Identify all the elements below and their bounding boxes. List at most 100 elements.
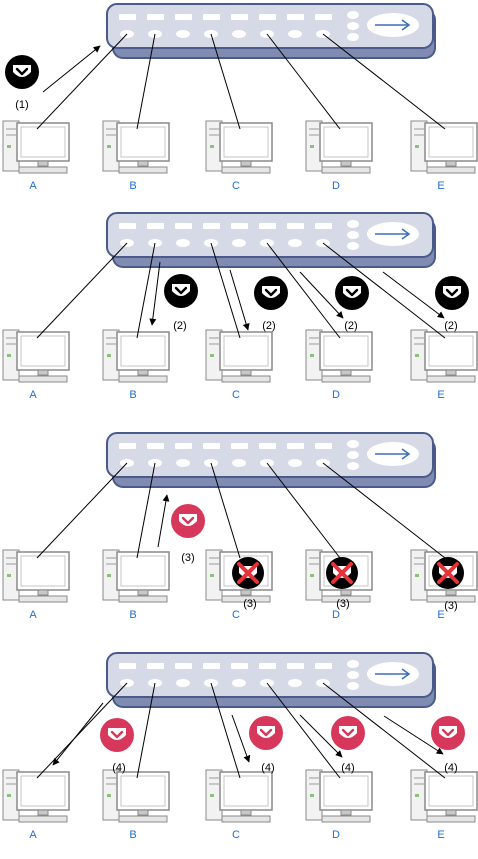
packet-chevron <box>259 728 273 737</box>
monitor-stand <box>240 369 252 376</box>
monitor-stand <box>37 589 49 596</box>
computer-label: B <box>129 609 136 621</box>
tower-led <box>7 574 11 577</box>
computer-b: B <box>102 549 170 621</box>
switch-port-top <box>259 223 276 229</box>
computer-label: C <box>232 829 240 841</box>
monitor-stand <box>445 589 457 596</box>
cable <box>266 682 341 779</box>
status-led <box>347 231 359 239</box>
packet-chevron <box>445 288 459 297</box>
switch-port-top <box>203 14 220 20</box>
switch-port-bottom <box>288 239 302 247</box>
step-label: (3) <box>243 598 256 610</box>
switch-port-bottom <box>232 239 246 247</box>
cable <box>210 242 241 339</box>
switch-port-top <box>203 663 220 669</box>
drop-x-stroke <box>437 562 459 584</box>
monitor-stand <box>340 160 352 167</box>
tower-led <box>415 354 419 357</box>
switch-port-bottom <box>232 459 246 467</box>
switch-port-top <box>147 14 164 20</box>
switch-port-top <box>259 663 276 669</box>
computer-label: D <box>332 829 340 841</box>
flow-arrow <box>382 271 445 319</box>
computer-label: A <box>29 180 37 192</box>
tower-led <box>107 794 111 797</box>
keyboard <box>426 166 476 174</box>
status-led <box>347 660 359 668</box>
switch-port-top <box>287 14 304 20</box>
network-switch <box>106 212 436 268</box>
keyboard <box>321 375 371 383</box>
monitor-screen <box>120 775 166 807</box>
keyboard <box>321 595 371 603</box>
cable <box>36 33 128 130</box>
keyboard <box>18 815 68 823</box>
cable <box>36 242 128 339</box>
tower-led <box>310 794 314 797</box>
computer-a: A <box>2 769 70 841</box>
flow-arrow <box>52 702 104 766</box>
status-led <box>347 11 359 19</box>
cable <box>322 462 446 559</box>
switch-port-top <box>175 663 192 669</box>
switch-port-bottom <box>176 30 190 38</box>
switch-port-top <box>147 443 164 449</box>
computer-e: E <box>410 769 478 841</box>
tower-led <box>107 145 111 148</box>
computer-b: B <box>102 329 170 401</box>
cable <box>210 33 241 130</box>
keyboard <box>118 166 168 174</box>
network-switch <box>106 3 436 59</box>
switch-port-top <box>315 223 332 229</box>
monitor-screen <box>20 775 66 807</box>
pocket-icon <box>335 276 369 310</box>
keyboard <box>426 815 476 823</box>
computer-b: B <box>102 120 170 192</box>
cable <box>322 33 446 130</box>
monitor-stand <box>37 160 49 167</box>
pocket-icon <box>431 716 465 750</box>
switch-port-top <box>315 14 332 20</box>
switch-port-bottom <box>288 679 302 687</box>
flow-arrow <box>383 715 444 755</box>
tower-led <box>415 145 419 148</box>
flow-arrow <box>229 269 250 331</box>
monitor-screen <box>428 775 474 807</box>
switch-port-top <box>119 14 136 20</box>
tower-led <box>7 145 11 148</box>
monitor-stand <box>340 369 352 376</box>
monitor-stand <box>340 809 352 816</box>
flow-arrow <box>157 494 170 548</box>
drop-x-stroke <box>331 562 353 584</box>
computer-d: D <box>305 120 373 192</box>
pocket-icon <box>164 274 198 308</box>
computer-label: D <box>332 180 340 192</box>
monitor-stand <box>137 809 149 816</box>
cable <box>136 242 156 339</box>
cable <box>266 33 341 130</box>
keyboard <box>18 166 68 174</box>
switch-port-top <box>231 223 248 229</box>
computer-label: B <box>129 829 136 841</box>
monitor-stand <box>445 160 457 167</box>
pocket-icon <box>171 504 205 538</box>
switch-port-top <box>203 443 220 449</box>
pocket-icon <box>5 55 39 89</box>
keyboard <box>221 595 271 603</box>
flow-arrow <box>42 45 101 93</box>
keyboard <box>426 375 476 383</box>
computer-c: C <box>205 329 273 401</box>
status-led <box>347 451 359 459</box>
computer-label: A <box>29 389 37 401</box>
switch-port-top <box>287 663 304 669</box>
monitor-stand <box>240 160 252 167</box>
switch-port-top <box>175 14 192 20</box>
network-switch <box>106 652 436 708</box>
network-switch <box>106 432 436 488</box>
step-label: (3) <box>444 600 457 612</box>
computer-label: A <box>29 829 37 841</box>
